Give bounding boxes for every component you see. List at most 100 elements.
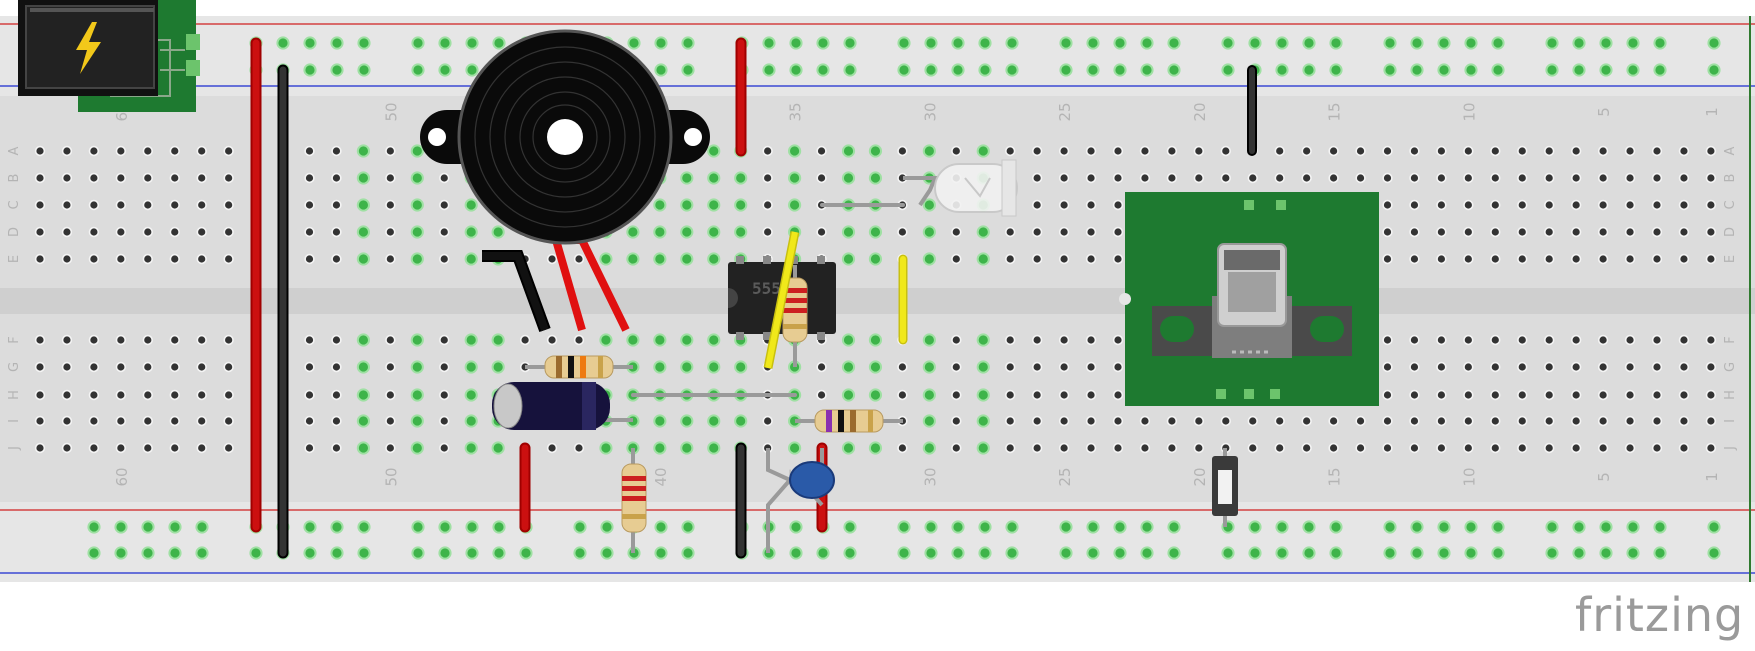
column-number-top: 20 bbox=[1191, 102, 1209, 121]
breadboard-hole bbox=[385, 442, 396, 454]
breadboard-hole bbox=[546, 442, 558, 454]
breadboard-hole bbox=[951, 389, 962, 401]
breadboard-hole bbox=[1355, 415, 1366, 427]
breadboard-hole bbox=[385, 253, 396, 265]
breadboard-hole bbox=[546, 253, 558, 265]
breadboard-hole bbox=[1058, 361, 1070, 373]
breadboard-hole bbox=[680, 333, 694, 347]
breadboard-hole bbox=[951, 361, 962, 373]
breadboard-hole bbox=[1436, 172, 1447, 184]
rail-hole bbox=[1653, 546, 1667, 560]
rail-hole bbox=[924, 63, 938, 77]
micro-usb-breakout bbox=[1119, 192, 1379, 406]
rail-hole bbox=[951, 63, 965, 77]
breadboard-hole bbox=[464, 441, 478, 455]
breadboard-hole bbox=[1166, 145, 1178, 157]
breadboard-hole bbox=[88, 253, 100, 265]
rail-hole bbox=[1140, 520, 1154, 534]
row-letter: B bbox=[1723, 174, 1738, 183]
breadboard-hole bbox=[897, 389, 908, 401]
breadboard-hole bbox=[1004, 253, 1016, 265]
breadboard-hole bbox=[1409, 361, 1420, 373]
breadboard-hole bbox=[1705, 415, 1717, 427]
rail-hole bbox=[492, 520, 506, 534]
breadboard-hole bbox=[1624, 253, 1636, 265]
rail-hole bbox=[492, 546, 506, 560]
breadboard-hole bbox=[196, 361, 207, 373]
breadboard-hole bbox=[34, 442, 46, 454]
rail-hole bbox=[438, 36, 452, 50]
breadboard-hole bbox=[1112, 415, 1124, 427]
rail-hole bbox=[654, 546, 668, 560]
column-number-top: 50 bbox=[382, 102, 400, 121]
breadboard-hole bbox=[1517, 334, 1528, 346]
breadboard-hole bbox=[1624, 415, 1636, 427]
breadboard-hole bbox=[331, 415, 342, 427]
rail-hole bbox=[1464, 546, 1478, 560]
breadboard-hole bbox=[951, 334, 962, 346]
breadboard-hole bbox=[1570, 145, 1582, 157]
breadboard-hole bbox=[464, 252, 478, 266]
breadboard-hole bbox=[439, 226, 450, 238]
breadboard-hole bbox=[1705, 226, 1717, 238]
breadboard-hole bbox=[762, 415, 773, 427]
breadboard-hole bbox=[1004, 226, 1016, 238]
breadboard-hole bbox=[653, 252, 667, 266]
rail-hole bbox=[1437, 63, 1451, 77]
breadboard-hole bbox=[1597, 415, 1609, 427]
breadboard-hole bbox=[1193, 172, 1205, 184]
rail-hole bbox=[1248, 546, 1262, 560]
breadboard-hole bbox=[410, 441, 424, 455]
column-number-bottom: 1 bbox=[1703, 472, 1721, 482]
breadboard-hole bbox=[464, 225, 478, 239]
rail-hole bbox=[1410, 520, 1424, 534]
breadboard-hole bbox=[1436, 361, 1447, 373]
breadboard-hole bbox=[1382, 199, 1393, 211]
rail-hole bbox=[1275, 36, 1289, 50]
breadboard-hole bbox=[196, 334, 207, 346]
rail-hole bbox=[357, 520, 371, 534]
rail-hole bbox=[168, 520, 182, 534]
rail-hole bbox=[1437, 520, 1451, 534]
breadboard-hole bbox=[88, 172, 100, 184]
breadboard-hole bbox=[841, 360, 856, 374]
breadboard-hole bbox=[385, 389, 396, 401]
rail-hole bbox=[573, 520, 587, 534]
breadboard-hole bbox=[1463, 226, 1474, 238]
row-letter: D bbox=[1723, 227, 1738, 237]
breadboard-hole bbox=[356, 198, 370, 212]
rail-hole bbox=[303, 63, 317, 77]
breadboard-hole bbox=[922, 252, 936, 266]
breadboard-hole bbox=[1139, 415, 1151, 427]
rail-hole bbox=[1707, 63, 1721, 77]
breadboard-hole bbox=[599, 441, 613, 455]
breadboard-hole bbox=[868, 252, 883, 266]
column-number-bottom: 30 bbox=[921, 467, 939, 486]
breadboard-hole bbox=[1031, 415, 1043, 427]
rail-hole bbox=[141, 520, 155, 534]
breadboard-hole bbox=[115, 361, 127, 373]
breadboard-hole bbox=[331, 199, 342, 211]
breadboard-hole bbox=[897, 442, 908, 454]
column-number-bottom: 5 bbox=[1595, 472, 1613, 482]
breadboard-hole bbox=[707, 333, 721, 347]
breadboard-hole bbox=[1004, 361, 1016, 373]
breadboard-hole bbox=[707, 414, 721, 428]
column-number-top: 35 bbox=[787, 102, 805, 121]
breadboard-hole bbox=[439, 172, 450, 184]
breadboard-hole bbox=[88, 199, 100, 211]
resistor-2 bbox=[782, 265, 808, 367]
rail-hole bbox=[951, 546, 965, 560]
breadboard-hole bbox=[1058, 172, 1070, 184]
rail-hole bbox=[1572, 546, 1586, 560]
breadboard-hole bbox=[1517, 199, 1528, 211]
breadboard-hole bbox=[816, 361, 827, 373]
breadboard-hole bbox=[1517, 361, 1528, 373]
breadboard-hole bbox=[1543, 415, 1555, 427]
breadboard-hole bbox=[1328, 172, 1339, 184]
breadboard-hole bbox=[1463, 253, 1474, 265]
electrolytic-capacitor bbox=[492, 382, 633, 430]
breadboard-hole bbox=[680, 360, 694, 374]
rail-hole bbox=[1464, 36, 1478, 50]
